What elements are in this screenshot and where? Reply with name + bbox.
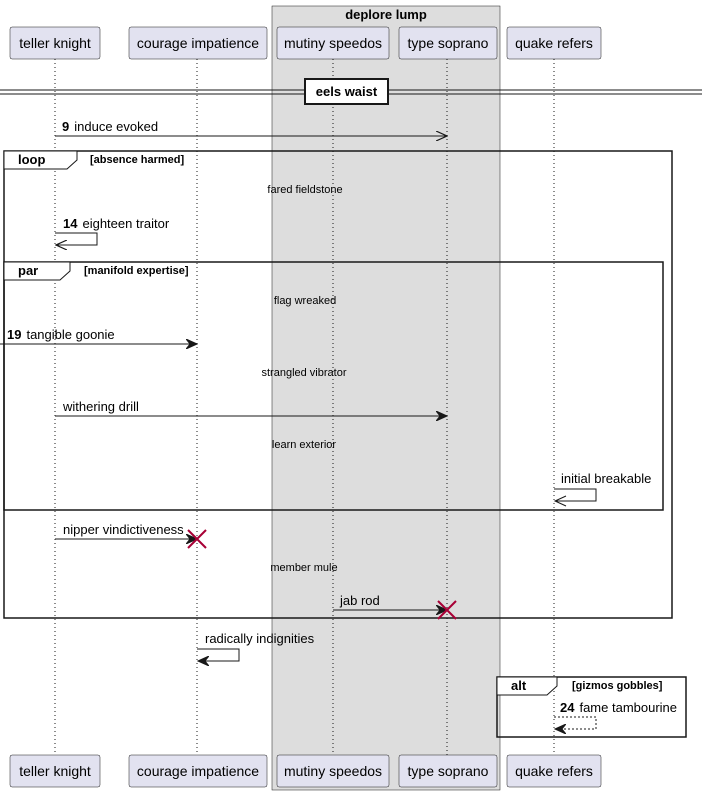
divider-eels-waist: eels waist	[0, 78, 702, 105]
message-radically-indignities: radically indignities	[197, 631, 315, 661]
message-nipper-vindictiveness: nipper vindictiveness	[55, 522, 207, 549]
message-number: 9	[62, 119, 69, 134]
message-number: 19	[7, 327, 21, 342]
message-label: initial breakable	[561, 471, 651, 486]
participant-type-soprano-bottom: type soprano	[398, 754, 498, 788]
delay-label: fared fieldstone	[267, 184, 342, 196]
participant-label: mutiny speedos	[284, 763, 382, 779]
fragment-guard: [gizmos gobbles]	[572, 680, 663, 692]
message-tangible-goonie: 19 tangible goonie	[0, 327, 197, 344]
participant-teller-knight-bottom: teller knight	[9, 754, 101, 788]
participant-label: type soprano	[408, 763, 489, 779]
message-jab-rod: jab rod	[333, 593, 457, 620]
delay-label: learn exterior	[272, 439, 337, 451]
participant-quake-refers-bottom: quake refers	[506, 754, 602, 788]
message-induce-evoked: 9 induce evoked	[55, 119, 447, 136]
message-number: 14	[63, 216, 78, 231]
participant-label: quake refers	[515, 763, 593, 779]
fragment-guard: [manifold expertise]	[84, 265, 189, 277]
fragment-keyword: loop	[18, 152, 45, 167]
message-withering-drill: withering drill	[55, 399, 447, 416]
message-eighteen-traitor: 14 eighteen traitor	[55, 216, 170, 245]
participant-courage-impatience-top: courage impatience	[128, 26, 268, 60]
lifelines	[54, 59, 555, 755]
fragment-par: par [manifold expertise]	[3, 261, 664, 511]
message-label: tangible goonie	[26, 327, 114, 342]
destroy-x-icon	[437, 600, 457, 620]
message-label: radically indignities	[205, 631, 315, 646]
fragment-alt: alt [gizmos gobbles]	[496, 676, 687, 738]
message-initial-breakable: initial breakable	[553, 471, 651, 507]
participant-label: courage impatience	[137, 763, 259, 779]
divider-label: eels waist	[316, 84, 378, 99]
participant-box-deplore-lump: deplore lump	[271, 5, 501, 791]
participant-type-soprano-top: type soprano	[398, 26, 498, 60]
participant-courage-impatience-bottom: courage impatience	[128, 754, 268, 788]
message-label: nipper vindictiveness	[63, 522, 184, 537]
participant-label: teller knight	[19, 35, 91, 51]
participant-label: mutiny speedos	[284, 35, 382, 51]
participant-box-title: deplore lump	[345, 7, 427, 22]
message-label: fame tambourine	[579, 700, 677, 715]
fragment-guard: [absence harmed]	[90, 154, 184, 166]
message-number: 24	[560, 700, 575, 715]
fragment-keyword: alt	[511, 678, 527, 693]
participant-mutiny-speedos-bottom: mutiny speedos	[276, 754, 390, 788]
participant-label: quake refers	[515, 35, 593, 51]
message-label: eighteen traitor	[82, 216, 169, 231]
message-label: induce evoked	[74, 119, 158, 134]
delay-label: member mule	[270, 562, 337, 574]
participant-label: teller knight	[19, 763, 91, 779]
delay-label: flag wreaked	[274, 295, 336, 307]
participant-teller-knight-top: teller knight	[9, 26, 101, 60]
destroy-x-icon	[187, 529, 207, 549]
participant-mutiny-speedos-top: mutiny speedos	[276, 26, 390, 60]
participant-quake-refers-top: quake refers	[506, 26, 602, 60]
participant-label: type soprano	[408, 35, 489, 51]
participant-label: courage impatience	[137, 35, 259, 51]
fragment-keyword: par	[18, 263, 38, 278]
delay-label: strangled vibrator	[262, 367, 347, 379]
message-fame-tambourine: 24 fame tambourine	[554, 700, 677, 729]
message-label: jab rod	[339, 593, 380, 608]
message-label: withering drill	[62, 399, 139, 414]
